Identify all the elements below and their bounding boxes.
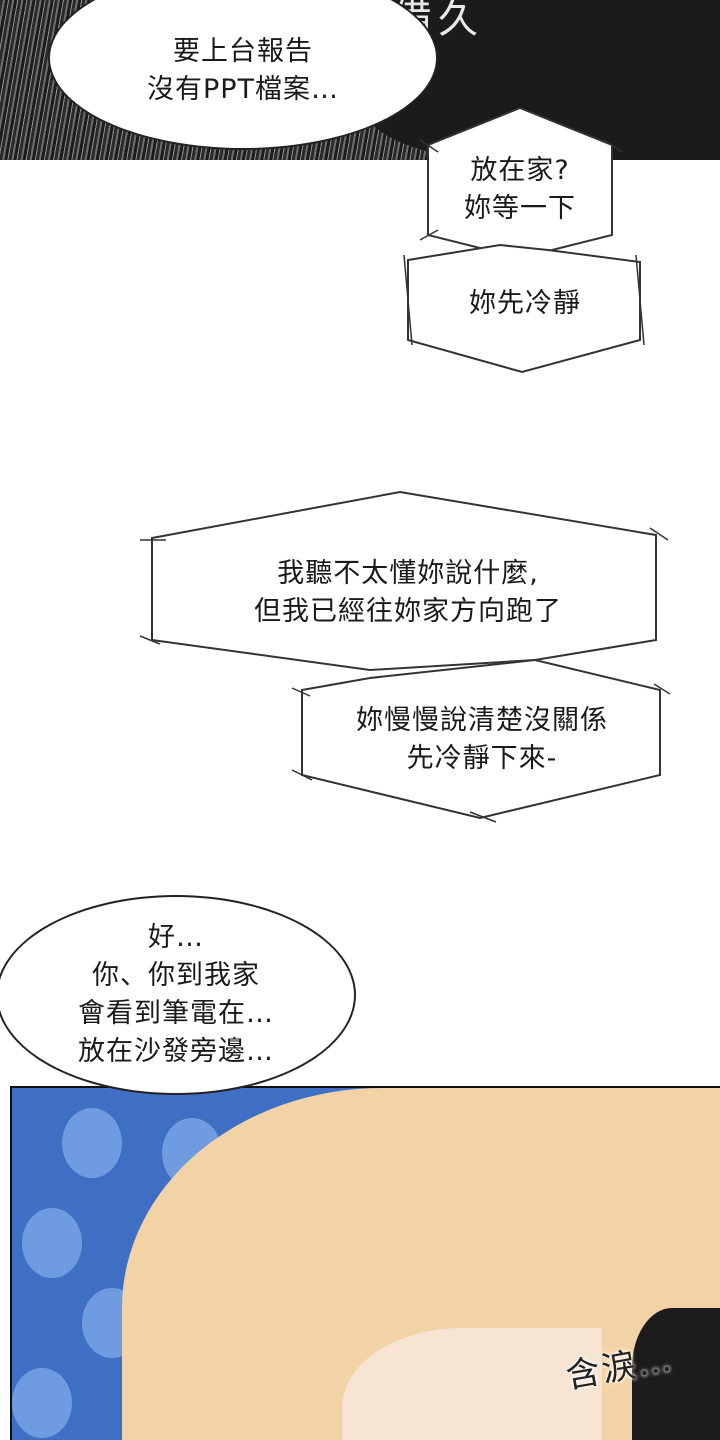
art-panel (10, 1086, 720, 1440)
hex-2-text: 妳先冷靜 (420, 285, 630, 323)
hex-4-line-1: 妳慢慢說清楚沒關係 (356, 705, 608, 736)
hex-1-line-1: 放在家? (470, 155, 570, 186)
speech-bubble-1: 要上台報告 沒有PPT檔案… (48, 0, 438, 150)
bubble-4-line-4: 放在沙發旁邊… (78, 1036, 274, 1067)
bubble-1-line-1: 要上台報告 (173, 36, 313, 67)
hex-3-text: 我聽不太懂妳說什麼, 但我已經往妳家方向跑了 (170, 555, 646, 631)
bubble-1-line-2: 沒有PPT檔案… (146, 74, 340, 105)
character-face (342, 1328, 602, 1440)
hex-1-line-2: 妳等一下 (464, 193, 576, 224)
hex-1-text: 放在家? 妳等一下 (438, 152, 602, 228)
hex-frame-3 (151, 490, 657, 672)
hex-4-text: 妳慢慢說清楚沒關係 先冷靜下來- (312, 702, 652, 778)
hex-3-line-2: 但我已經往妳家方向跑了 (254, 596, 562, 627)
bg-dot (62, 1108, 122, 1178)
hex-frame-4 (301, 658, 661, 820)
hex-4-line-2: 先冷靜下來- (406, 743, 558, 774)
bg-dot (22, 1208, 82, 1278)
hex-frames (139, 106, 671, 823)
hex-3-line-1: 我聽不太懂妳說什麼, (277, 558, 539, 589)
bg-dot (12, 1368, 72, 1438)
bubble-4-line-2: 你、你到我家 (92, 960, 260, 991)
bubble-4-line-1: 好… (148, 922, 204, 953)
speech-bubble-4: 好… 你、你到我家 會看到筆電在… 放在沙發旁邊… (0, 895, 356, 1095)
bubble-4-line-3: 會看到筆電在… (78, 998, 274, 1029)
hex-2-line-1: 妳先冷靜 (469, 288, 581, 319)
character-clothing (632, 1308, 720, 1440)
